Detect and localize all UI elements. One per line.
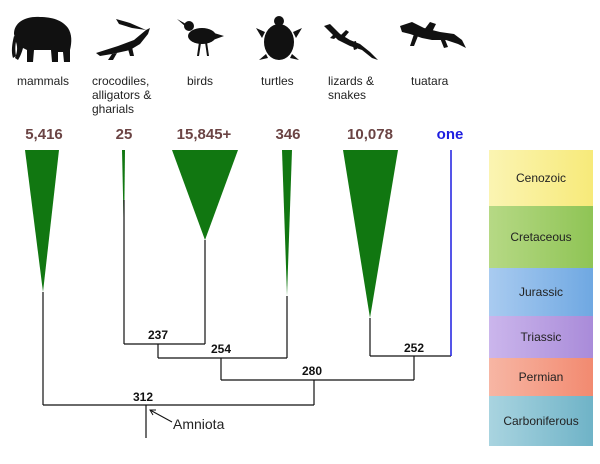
- node-age-lepidosaurs: 252: [404, 341, 425, 355]
- taxon-label-turtles: turtles: [261, 74, 294, 88]
- taxon-label-birds: birds: [187, 74, 214, 88]
- era-band-triassic: Triassic: [489, 316, 593, 358]
- taxon-label-mammals: mammals: [17, 74, 70, 88]
- taxon-label-crocodilians: crocodiles, alligators & gharials: [92, 74, 152, 116]
- clade-wedge-mammals: [25, 150, 59, 292]
- clade-wedge-turtles: [282, 150, 292, 296]
- species-count-birds: 15,845+: [176, 126, 232, 143]
- era-label-carboniferous: Carboniferous: [503, 414, 579, 428]
- era-band-carboniferous: Carboniferous: [489, 396, 593, 446]
- species-count-crocodilians: 25: [115, 126, 133, 143]
- root-label: Amniota: [173, 416, 225, 432]
- crocodile-icon: [96, 19, 150, 60]
- elephant-icon: [11, 16, 72, 62]
- node-age-archelosaurs: 254: [211, 342, 232, 356]
- species-count-lizards: 10,078: [347, 126, 393, 143]
- tuatara-icon: [400, 22, 466, 48]
- era-label-triassic: Triassic: [520, 330, 562, 344]
- turtle-icon: [256, 16, 302, 60]
- era-band-cenozoic: Cenozoic: [489, 150, 593, 206]
- species-count-mammals: 5,416: [25, 126, 63, 143]
- bird-icon: [177, 19, 224, 56]
- era-band-permian: Permian: [489, 358, 593, 396]
- node-age-amniotes: 312: [133, 390, 154, 404]
- era-label-permian: Permian: [518, 370, 564, 384]
- node-age-sauropsids: 280: [302, 364, 323, 378]
- clade-wedge-birds: [172, 150, 238, 240]
- node-age-archosaurs: 237: [148, 328, 169, 342]
- era-label-cretaceous: Cretaceous: [510, 230, 572, 244]
- species-count-tuatara: one: [436, 126, 464, 143]
- era-band-jurassic: Jurassic: [489, 268, 593, 316]
- clade-wedge-lizards: [343, 150, 398, 318]
- taxon-label-tuatara: tuatara: [411, 74, 449, 88]
- era-band-cretaceous: Cretaceous: [489, 206, 593, 268]
- taxon-label-lizards: lizards & snakes: [328, 74, 375, 102]
- era-label-jurassic: Jurassic: [518, 285, 563, 299]
- amniota-arrow: [149, 409, 173, 423]
- era-label-cenozoic: Cenozoic: [515, 171, 567, 185]
- species-count-turtles: 346: [275, 126, 301, 143]
- lizard-icon: [324, 24, 378, 60]
